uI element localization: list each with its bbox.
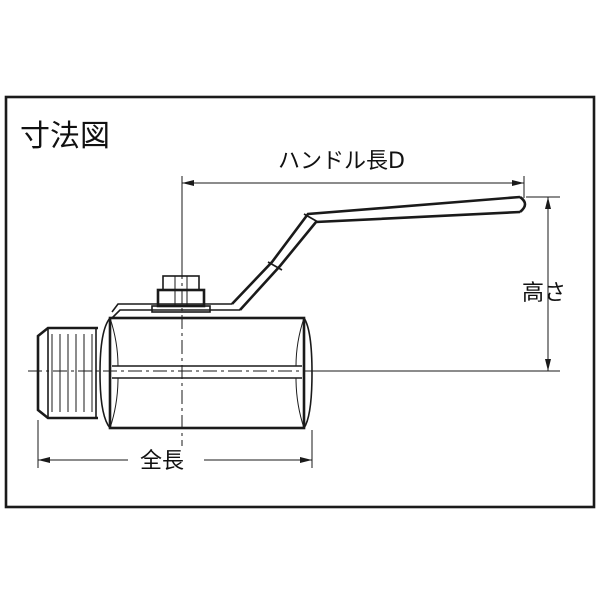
stem-nut <box>151 275 211 313</box>
height-label: 高さ <box>522 281 566 306</box>
handle-length-label: ハンドル長D <box>278 149 405 174</box>
overall-length-label: 全長 <box>140 449 184 474</box>
height-dimension <box>316 196 560 372</box>
valve-body <box>99 316 313 430</box>
drawing-title: 寸法図 <box>20 119 110 154</box>
handle-lever <box>111 195 527 319</box>
threaded-end <box>36 326 98 420</box>
handle-length-dimension <box>181 176 525 265</box>
drawing-frame <box>4 95 596 509</box>
